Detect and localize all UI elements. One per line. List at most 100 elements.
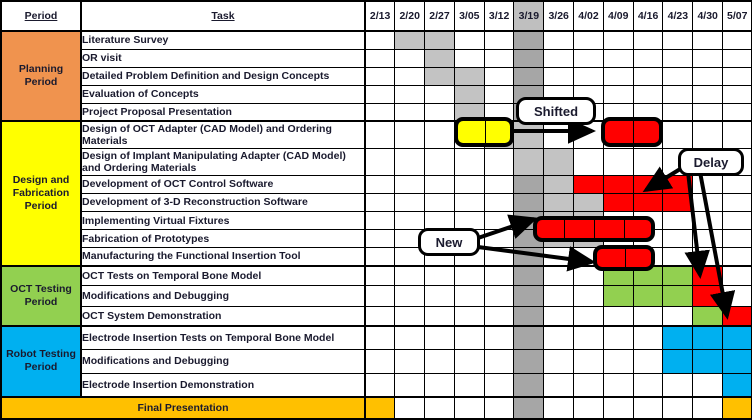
gantt-cell <box>513 305 545 327</box>
header-week-3-05: 3/05 <box>453 0 485 32</box>
gantt-cell <box>662 66 694 86</box>
gantt-cell <box>662 48 694 68</box>
gantt-cell <box>394 66 426 86</box>
gantt-cell <box>453 349 485 374</box>
gantt-cell <box>662 247 694 267</box>
task-label: Detailed Problem Definition and Design C… <box>80 66 366 86</box>
gantt-cell <box>602 174 634 194</box>
gantt-cell <box>692 120 724 150</box>
gantt-cell <box>364 48 396 68</box>
gantt-cell <box>632 395 664 420</box>
gantt-cell <box>424 229 455 249</box>
gantt-cell <box>424 192 455 213</box>
gantt-cell <box>364 29 396 50</box>
gantt-cell <box>662 84 694 104</box>
gantt-cell <box>453 48 485 68</box>
gantt-cell <box>602 395 634 420</box>
task-label: Design of Implant Manipulating Adapter (… <box>80 148 366 176</box>
gantt-cell <box>424 305 455 327</box>
gantt-cell <box>394 229 426 249</box>
gantt-cell <box>394 395 426 420</box>
gantt-cell <box>543 229 575 249</box>
gantt-cell <box>424 372 455 398</box>
gantt-cell <box>543 305 575 327</box>
gantt-cell <box>662 192 694 213</box>
gantt-cell <box>483 148 515 176</box>
gantt-cell <box>424 48 455 68</box>
gantt-cell <box>453 120 485 150</box>
gantt-cell <box>573 211 604 231</box>
gantt-cell <box>573 66 604 86</box>
gantt-cell <box>394 264 426 287</box>
gantt-cell <box>692 84 724 104</box>
gantt-cell <box>394 372 426 398</box>
gantt-cell <box>364 148 396 176</box>
task-label: Design of OCT Adapter (CAD Model) and Or… <box>80 120 366 150</box>
task-label: Electrode Insertion Demonstration <box>80 372 366 398</box>
gantt-cell <box>632 285 664 307</box>
period-cell-planning: Planning Period <box>0 29 82 122</box>
gantt-cell <box>394 29 426 50</box>
gantt-cell <box>662 229 694 249</box>
task-label: Modifications and Debugging <box>80 349 366 374</box>
gantt-cell <box>662 264 694 287</box>
task-row: Electrode Insertion Demonstration <box>1 372 752 398</box>
gantt-cell <box>364 325 396 351</box>
gantt-cell <box>453 174 485 194</box>
gantt-cell <box>543 247 575 267</box>
task-label: Literature Survey <box>80 29 366 50</box>
gantt-cell <box>632 229 664 249</box>
gantt-cell <box>692 264 724 287</box>
gantt-cell <box>394 247 426 267</box>
final-presentation-row: Final Presentation <box>0 395 752 420</box>
gantt-cell <box>692 192 724 213</box>
gantt-cell <box>573 372 604 398</box>
gantt-cell <box>394 48 426 68</box>
task-label: OCT System Demonstration <box>80 305 366 327</box>
task-row: Design of Implant Manipulating Adapter (… <box>1 148 752 176</box>
gantt-cell <box>394 148 426 176</box>
gantt-cell <box>424 247 455 267</box>
gantt-cell <box>602 264 634 287</box>
gantt-cell <box>632 247 664 267</box>
gantt-cell <box>722 66 752 86</box>
gantt-cell <box>632 325 664 351</box>
task-row: Evaluation of Concepts <box>1 84 752 104</box>
task-row: Manufacturing the Functional Insertion T… <box>1 247 752 267</box>
gantt-cell <box>602 48 634 68</box>
gantt-cell <box>513 372 545 398</box>
gantt-cell <box>722 29 752 50</box>
gantt-cell <box>394 325 426 351</box>
gantt-cell <box>394 285 426 307</box>
gantt-cell <box>573 29 604 50</box>
gantt-cell <box>662 285 694 307</box>
gantt-cell <box>692 102 724 122</box>
gantt-cell <box>632 66 664 86</box>
gantt-cell <box>364 229 396 249</box>
gantt-cell <box>424 148 455 176</box>
gantt-cell <box>722 174 752 194</box>
gantt-cell <box>632 48 664 68</box>
gantt-cell <box>513 174 545 194</box>
gantt-cell <box>453 66 485 86</box>
gantt-cell <box>543 102 575 122</box>
gantt-cell <box>722 48 752 68</box>
gantt-cell <box>513 48 545 68</box>
gantt-cell <box>543 148 575 176</box>
gantt-cell <box>602 325 634 351</box>
gantt-cell <box>573 247 604 267</box>
gantt-cell <box>662 349 694 374</box>
gantt-cell <box>394 120 426 150</box>
gantt-cell <box>453 372 485 398</box>
gantt-cell <box>483 84 515 104</box>
gantt-cell <box>453 102 485 122</box>
gantt-cell <box>424 84 455 104</box>
gantt-cell <box>573 48 604 68</box>
gantt-cell <box>722 229 752 249</box>
